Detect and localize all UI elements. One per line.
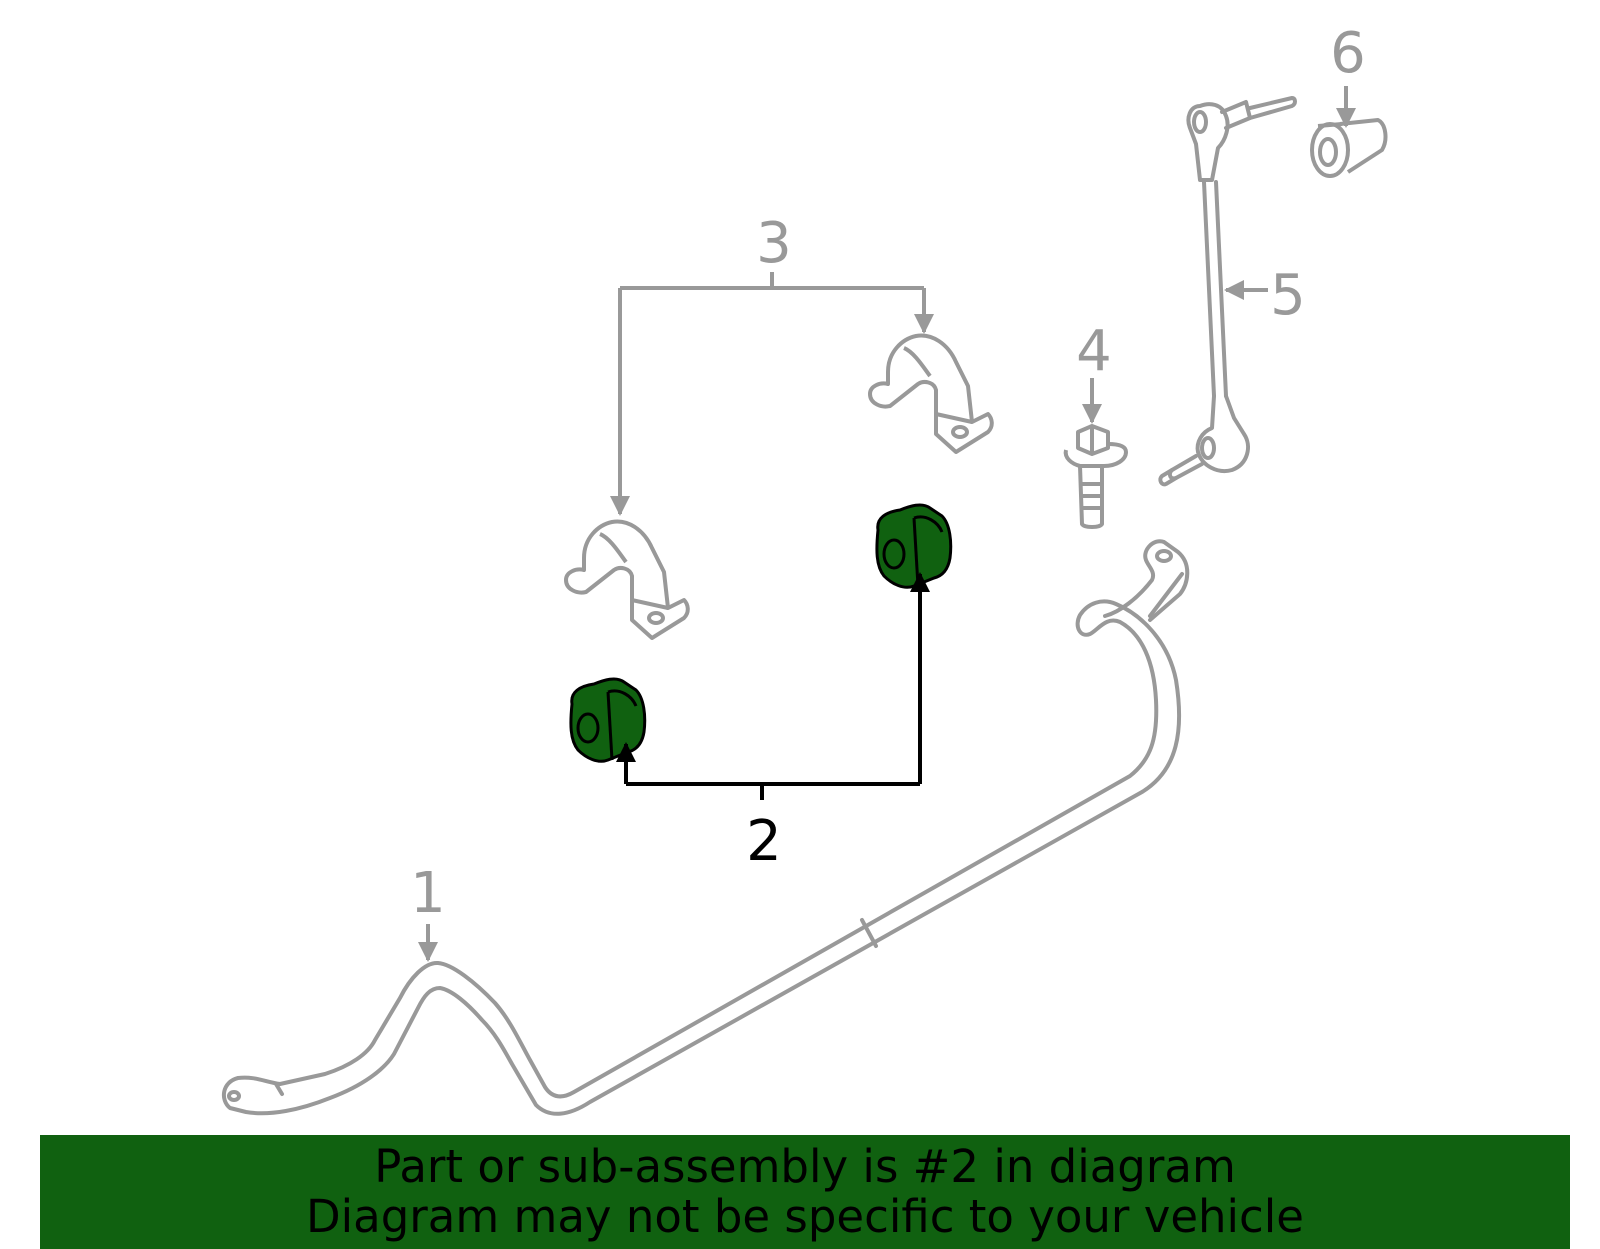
callout-1: 1 [410,861,446,926]
banner-line-part-info: Part or sub-assembly is #2 in diagram [374,1140,1236,1193]
stabilizer-link [1158,96,1297,487]
callout-6: 6 [1330,21,1366,86]
callout-3: 3 [756,211,792,276]
link-bushing [1310,118,1388,178]
bracket-right [868,333,994,454]
bushing-left [569,677,647,763]
callout-2: 2 [746,809,782,874]
info-banner: Part or sub-assembly is #2 in diagram Di… [40,1135,1570,1249]
bolt [1063,424,1128,529]
leader-lines-part2 [616,572,930,800]
bracket-left [564,519,690,640]
leader-lines-gray [418,86,1356,962]
stabilizer-bar [221,539,1190,1116]
callout-5: 5 [1270,263,1306,328]
bushing-right [875,503,953,589]
banner-line-disclaimer: Diagram may not be specific to your vehi… [306,1190,1304,1243]
callout-4: 4 [1076,319,1112,384]
